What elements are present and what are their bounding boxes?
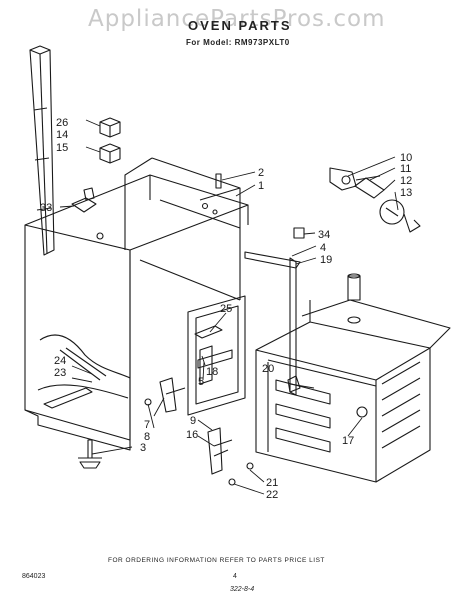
callout-1: 1 xyxy=(258,180,264,192)
watermark: AppliancePartsPros.com xyxy=(88,6,386,32)
callout-26: 26 xyxy=(56,117,68,129)
callout-34: 34 xyxy=(318,229,330,241)
page-title: OVEN PARTS xyxy=(188,18,292,33)
callout-20: 20 xyxy=(262,363,274,375)
callout-4: 4 xyxy=(320,242,326,254)
part-burner-tube xyxy=(347,273,361,324)
callout-2: 2 xyxy=(258,167,264,179)
part-grommet-34 xyxy=(293,227,305,239)
part-screw-21 xyxy=(246,462,254,470)
callout-13: 13 xyxy=(400,187,412,199)
callout-9: 9 xyxy=(190,415,196,427)
part-leveling-leg xyxy=(78,439,102,469)
callout-16: 16 xyxy=(186,429,198,441)
part-screw-2 xyxy=(215,173,222,189)
callout-19: 19 xyxy=(320,254,332,266)
callout-21: 21 xyxy=(266,477,278,489)
part-clip-15 xyxy=(99,143,121,164)
document-stamp: 322-8-4 xyxy=(230,586,255,593)
part-trim-strip xyxy=(29,45,55,256)
part-oven-body xyxy=(24,157,249,451)
callout-25: 25 xyxy=(220,303,232,315)
callout-labels: 2 1 10 11 12 13 34 4 19 26 14 15 33 25 1… xyxy=(40,117,412,501)
callout-24: 24 xyxy=(54,355,66,367)
callout-12: 12 xyxy=(400,175,412,187)
callout-15: 15 xyxy=(56,142,68,154)
callout-23: 23 xyxy=(54,367,66,379)
document-id: 864023 xyxy=(22,573,46,580)
part-front-frame xyxy=(187,295,246,416)
callout-10: 10 xyxy=(400,152,412,164)
callout-11: 11 xyxy=(400,163,411,175)
callout-5: 5 xyxy=(198,376,204,388)
callout-7: 7 xyxy=(144,419,150,431)
callout-33: 33 xyxy=(40,202,52,214)
part-hinge-bracket xyxy=(71,187,97,213)
part-oven-liner xyxy=(255,299,451,483)
callout-22: 22 xyxy=(266,489,278,501)
callout-17: 17 xyxy=(342,435,354,447)
part-screw-22 xyxy=(228,478,236,486)
callout-3: 3 xyxy=(140,442,146,454)
callout-18: 18 xyxy=(206,366,218,378)
ordering-note: FOR ORDERING INFORMATION REFER TO PARTS … xyxy=(108,557,325,564)
model-line: For Model: RM973PXLT0 xyxy=(186,38,290,47)
page-number: 4 xyxy=(233,573,237,580)
leader-lines xyxy=(59,119,399,495)
part-clip-14 xyxy=(99,117,121,138)
callout-8: 8 xyxy=(144,431,150,443)
part-igniter-bracket xyxy=(144,377,186,413)
callout-14: 14 xyxy=(56,129,68,141)
part-safety-valve xyxy=(207,427,233,475)
